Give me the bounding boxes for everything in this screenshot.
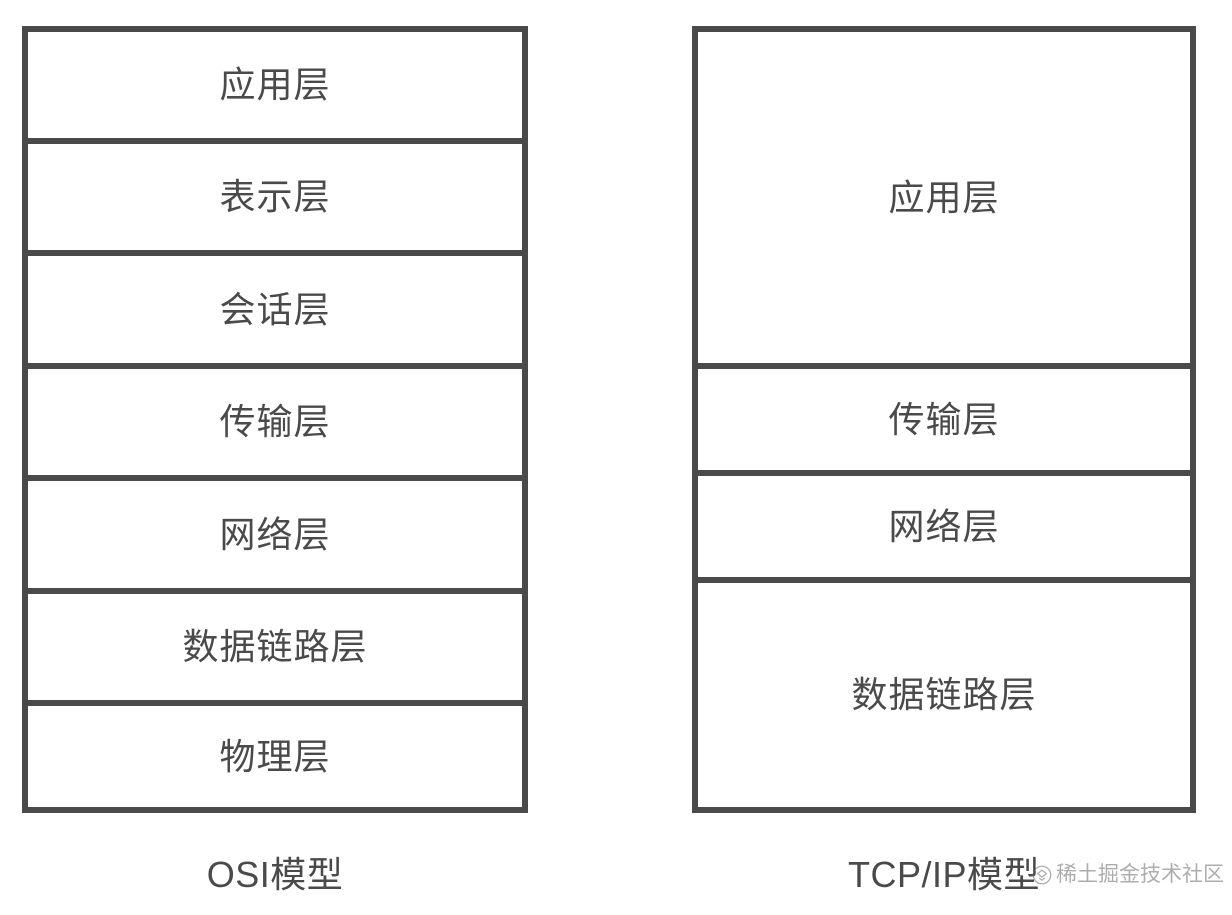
- tcpip-layer-application: 应用层: [698, 32, 1190, 369]
- layer-label: 传输层: [219, 401, 331, 443]
- osi-layer-presentation: 表示层: [28, 144, 522, 256]
- layer-label: 数据链路层: [182, 626, 368, 668]
- osi-layer-application: 应用层: [28, 32, 522, 144]
- layer-label: 网络层: [219, 513, 331, 555]
- layer-label: 应用层: [888, 176, 1000, 218]
- layer-label: 数据链路层: [851, 674, 1037, 716]
- osi-layer-network: 网络层: [28, 481, 522, 594]
- layer-label: 物理层: [219, 735, 331, 777]
- tcpip-layer-network: 网络层: [698, 476, 1190, 583]
- layer-label: 传输层: [888, 398, 1000, 440]
- osi-model-caption: OSI模型: [206, 854, 344, 895]
- layer-label: 表示层: [219, 176, 331, 218]
- tcpip-model-caption: TCP/IP模型: [847, 854, 1041, 895]
- layer-label: 应用层: [219, 64, 331, 106]
- osi-layer-physical: 物理层: [28, 706, 522, 807]
- tcpip-layer-data-link: 数据链路层: [698, 583, 1190, 807]
- osi-model-stack: 应用层 表示层 会话层 传输层 网络层 数据链路层 物理层: [22, 26, 528, 813]
- osi-layer-session: 会话层: [28, 256, 522, 369]
- osi-layer-data-link: 数据链路层: [28, 594, 522, 706]
- layer-label: 网络层: [888, 505, 1000, 547]
- osi-layer-transport: 传输层: [28, 369, 522, 481]
- layer-label: 会话层: [219, 288, 331, 330]
- tcpip-layer-transport: 传输层: [698, 369, 1190, 476]
- tcpip-model-stack: 应用层 传输层 网络层 数据链路层: [692, 26, 1196, 813]
